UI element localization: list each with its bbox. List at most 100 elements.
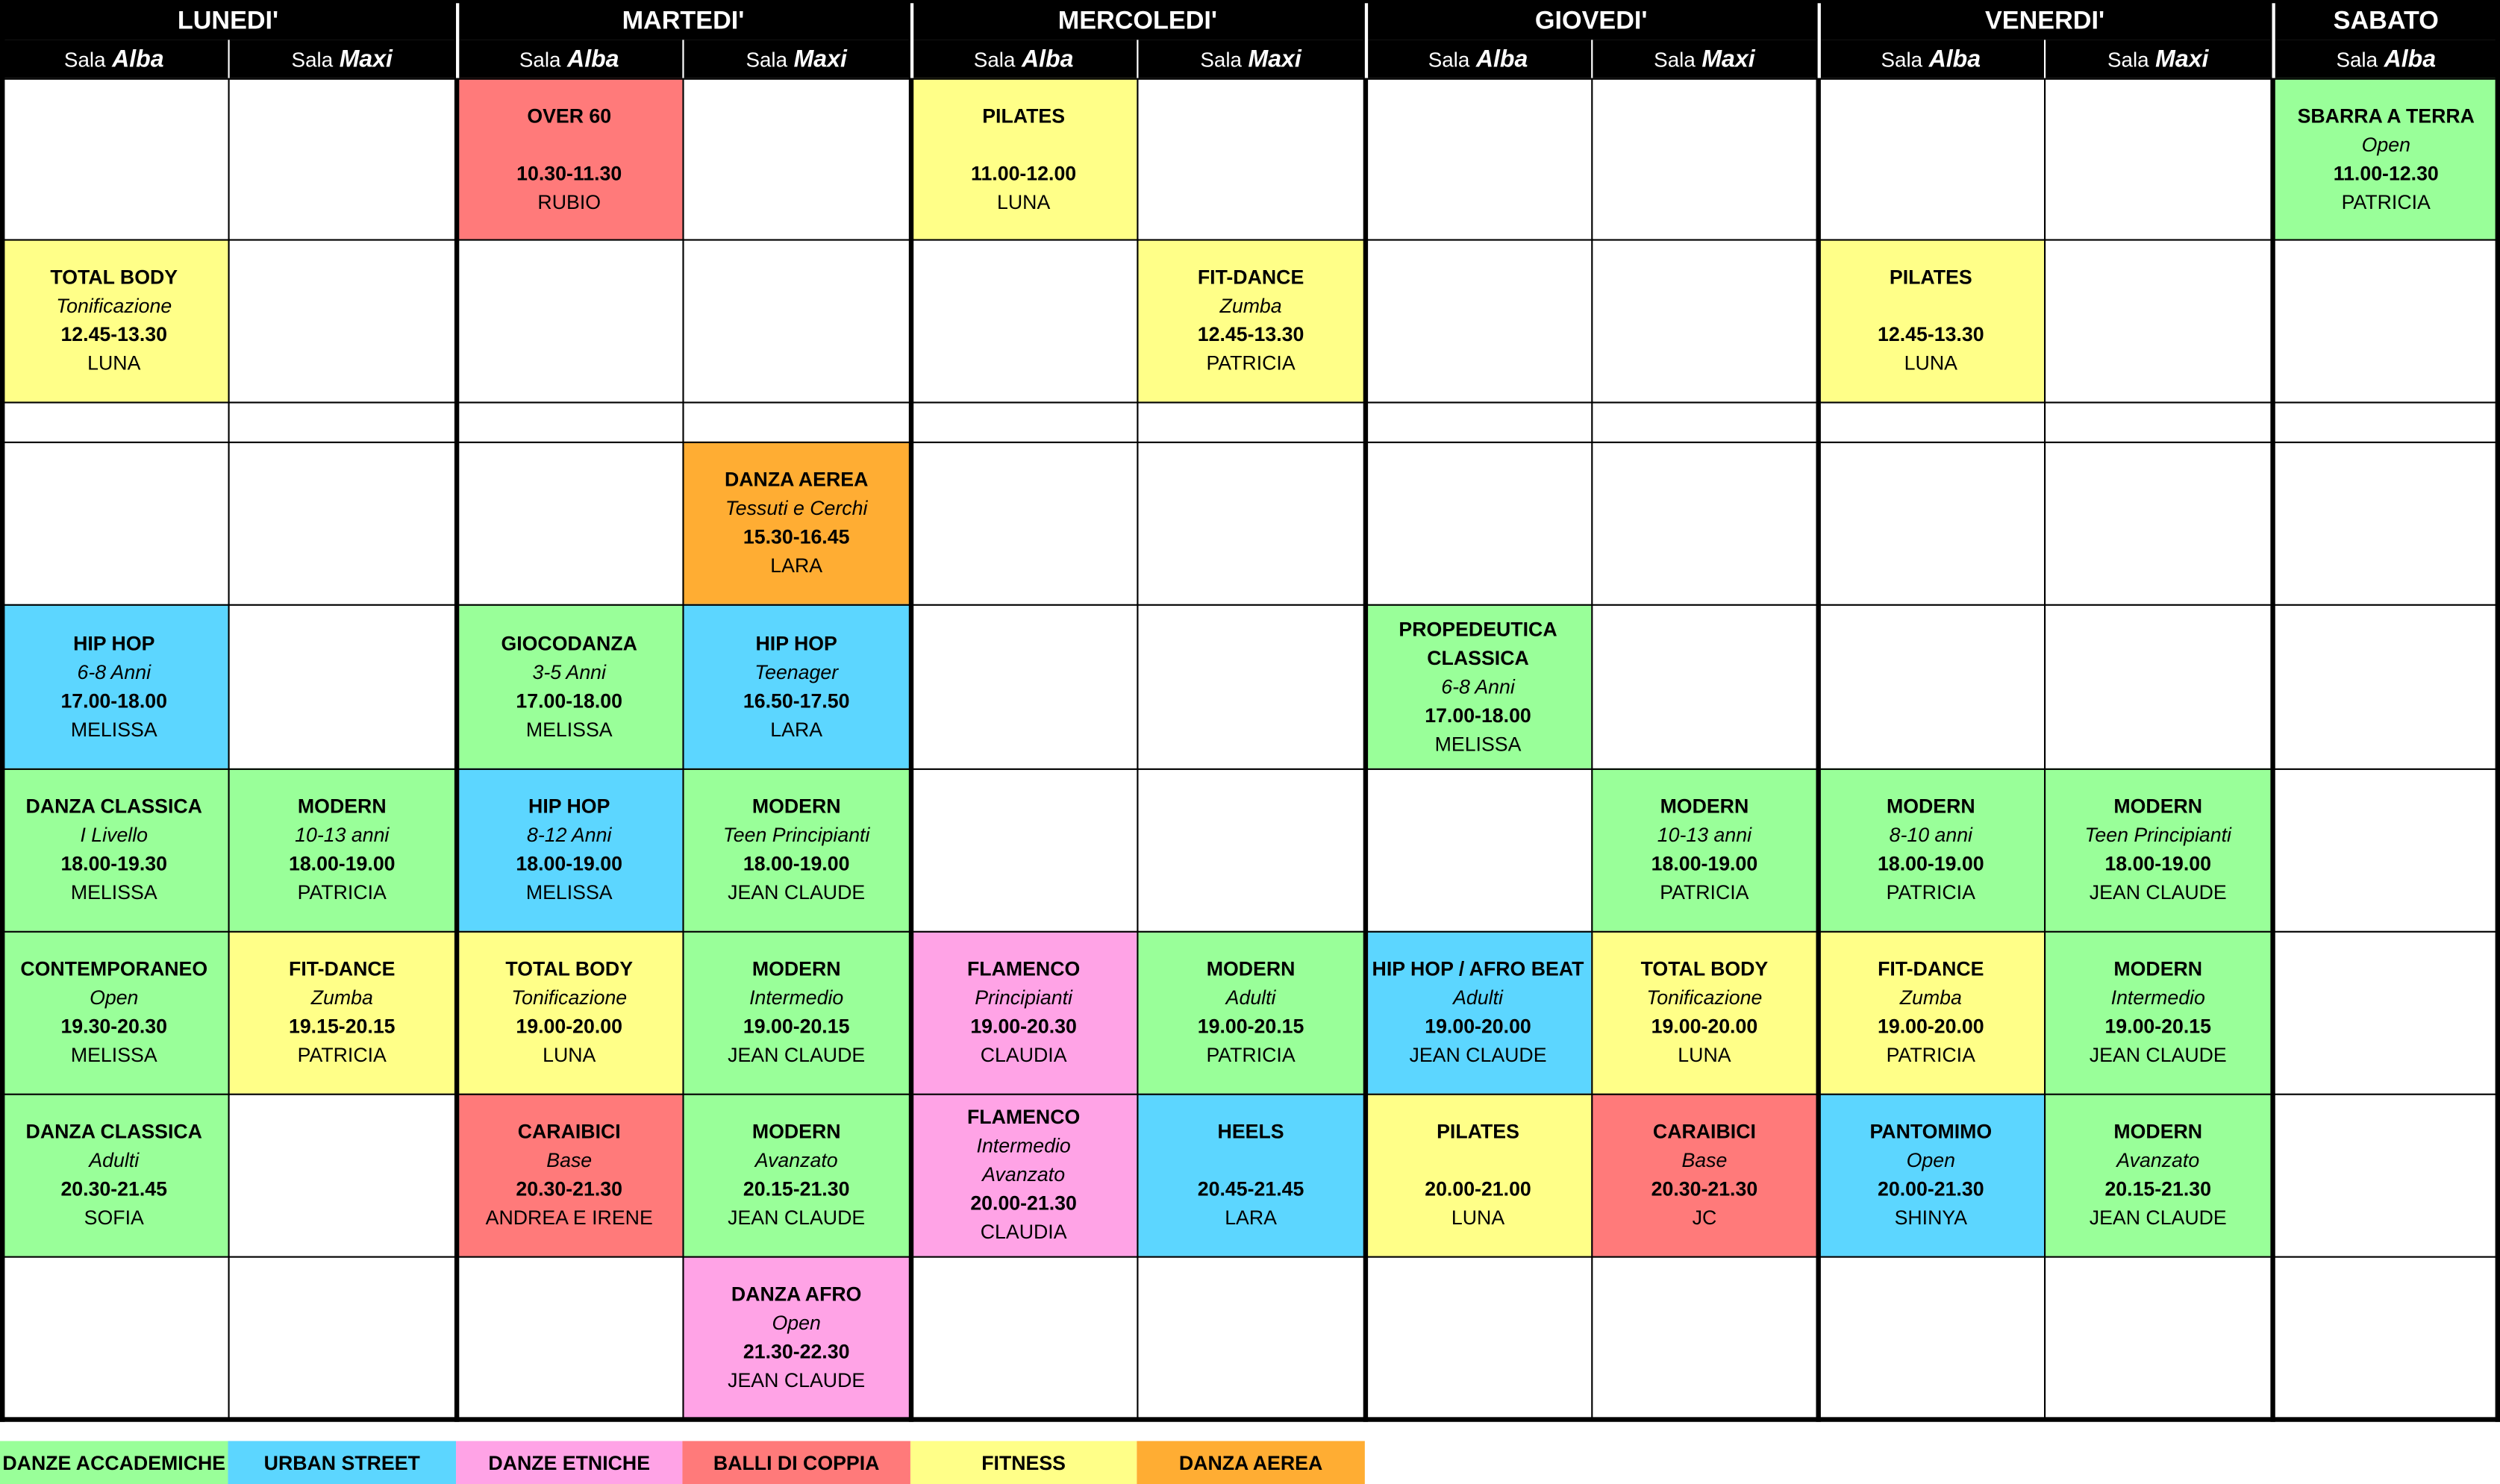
grid-vertical-line [2495, 0, 2500, 1422]
class-title: MODERN [2113, 1120, 2203, 1143]
class-time: 20.00-21.30 [970, 1192, 1077, 1215]
room-name: Alba [2384, 45, 2437, 73]
room-name: Maxi [1248, 45, 1301, 73]
class-time: 18.00-19.00 [288, 853, 396, 875]
class-title: PANTOMIMO [1869, 1120, 1993, 1143]
class-instructor: RUBIO [537, 190, 601, 213]
day-header-divider [1817, 3, 1821, 78]
class-title: MODERN [1206, 958, 1296, 980]
room-name: Alba [1021, 45, 1074, 73]
class-subtitle: Adulti [1453, 986, 1503, 1009]
class-title: MODERN [751, 795, 841, 818]
class-time: 20.00-21.30 [1877, 1177, 1984, 1200]
legend-item: DANZA AEREA [1137, 1441, 1365, 1484]
class-subtitle: Zumba [1899, 986, 1962, 1009]
grid-vertical-line [2270, 0, 2275, 1422]
class-subtitle: Avanzato [754, 1149, 838, 1172]
room-name: Alba [567, 45, 619, 73]
class-time: 19.15-20.15 [288, 1015, 396, 1038]
class-instructor: PATRICIA [1206, 1044, 1296, 1067]
class-title: MODERN [751, 1120, 841, 1143]
class-title: PILATES [982, 104, 1066, 127]
room-prefix: Sala [746, 47, 788, 72]
class-instructor: LUNA [1904, 352, 1957, 375]
class-time: 20.15-21.30 [743, 1177, 850, 1200]
grid-horizontal-line [0, 78, 2500, 80]
class-subtitle: Intermedio [749, 986, 844, 1009]
day-header-divider [2272, 3, 2275, 78]
class-time: 20.30-21.30 [516, 1177, 623, 1200]
class-title: PROPEDEUTICA [1399, 617, 1557, 640]
room-header-divider [682, 40, 684, 78]
class-time: 19.00-20.15 [2104, 1015, 2212, 1038]
class-time: 19.00-20.00 [1651, 1015, 1758, 1038]
class-title: FIT-DANCE [1878, 958, 1984, 980]
class-instructor: JEAN CLAUDE [2089, 881, 2227, 904]
class-subtitle: Open [90, 986, 139, 1009]
class-title: FIT-DANCE [289, 958, 396, 980]
class-title: CONTEMPORANEO [20, 958, 208, 980]
legend-item: DANZE ETNICHE [456, 1441, 683, 1484]
class-title: FIT-DANCE [1197, 266, 1304, 289]
room-prefix: Sala [1200, 47, 1242, 72]
room-name: Maxi [2155, 45, 2209, 73]
class-subtitle: 6-8 Anni [1441, 674, 1515, 698]
class-instructor: PATRICIA [297, 1044, 387, 1067]
class-time: 17.00-18.00 [1425, 704, 1531, 727]
grid-horizontal-line [0, 441, 2500, 443]
class-title: HIP HOP [755, 632, 837, 655]
class-instructor: LUNA [87, 352, 141, 375]
grid-vertical-line [1816, 0, 1821, 1422]
class-subtitle: Avanzato [982, 1163, 1066, 1186]
class-title: PILATES [1889, 266, 1972, 289]
grid-vertical-line [908, 0, 914, 1422]
grid-vertical-line [0, 0, 5, 1422]
class-instructor: PATRICIA [1206, 352, 1296, 375]
class-instructor: JC [1692, 1206, 1717, 1230]
room-name: Maxi [793, 45, 847, 73]
class-time: 20.15-21.30 [2104, 1177, 2212, 1200]
room-prefix: Sala [63, 47, 106, 72]
day-header-divider [1364, 3, 1369, 78]
